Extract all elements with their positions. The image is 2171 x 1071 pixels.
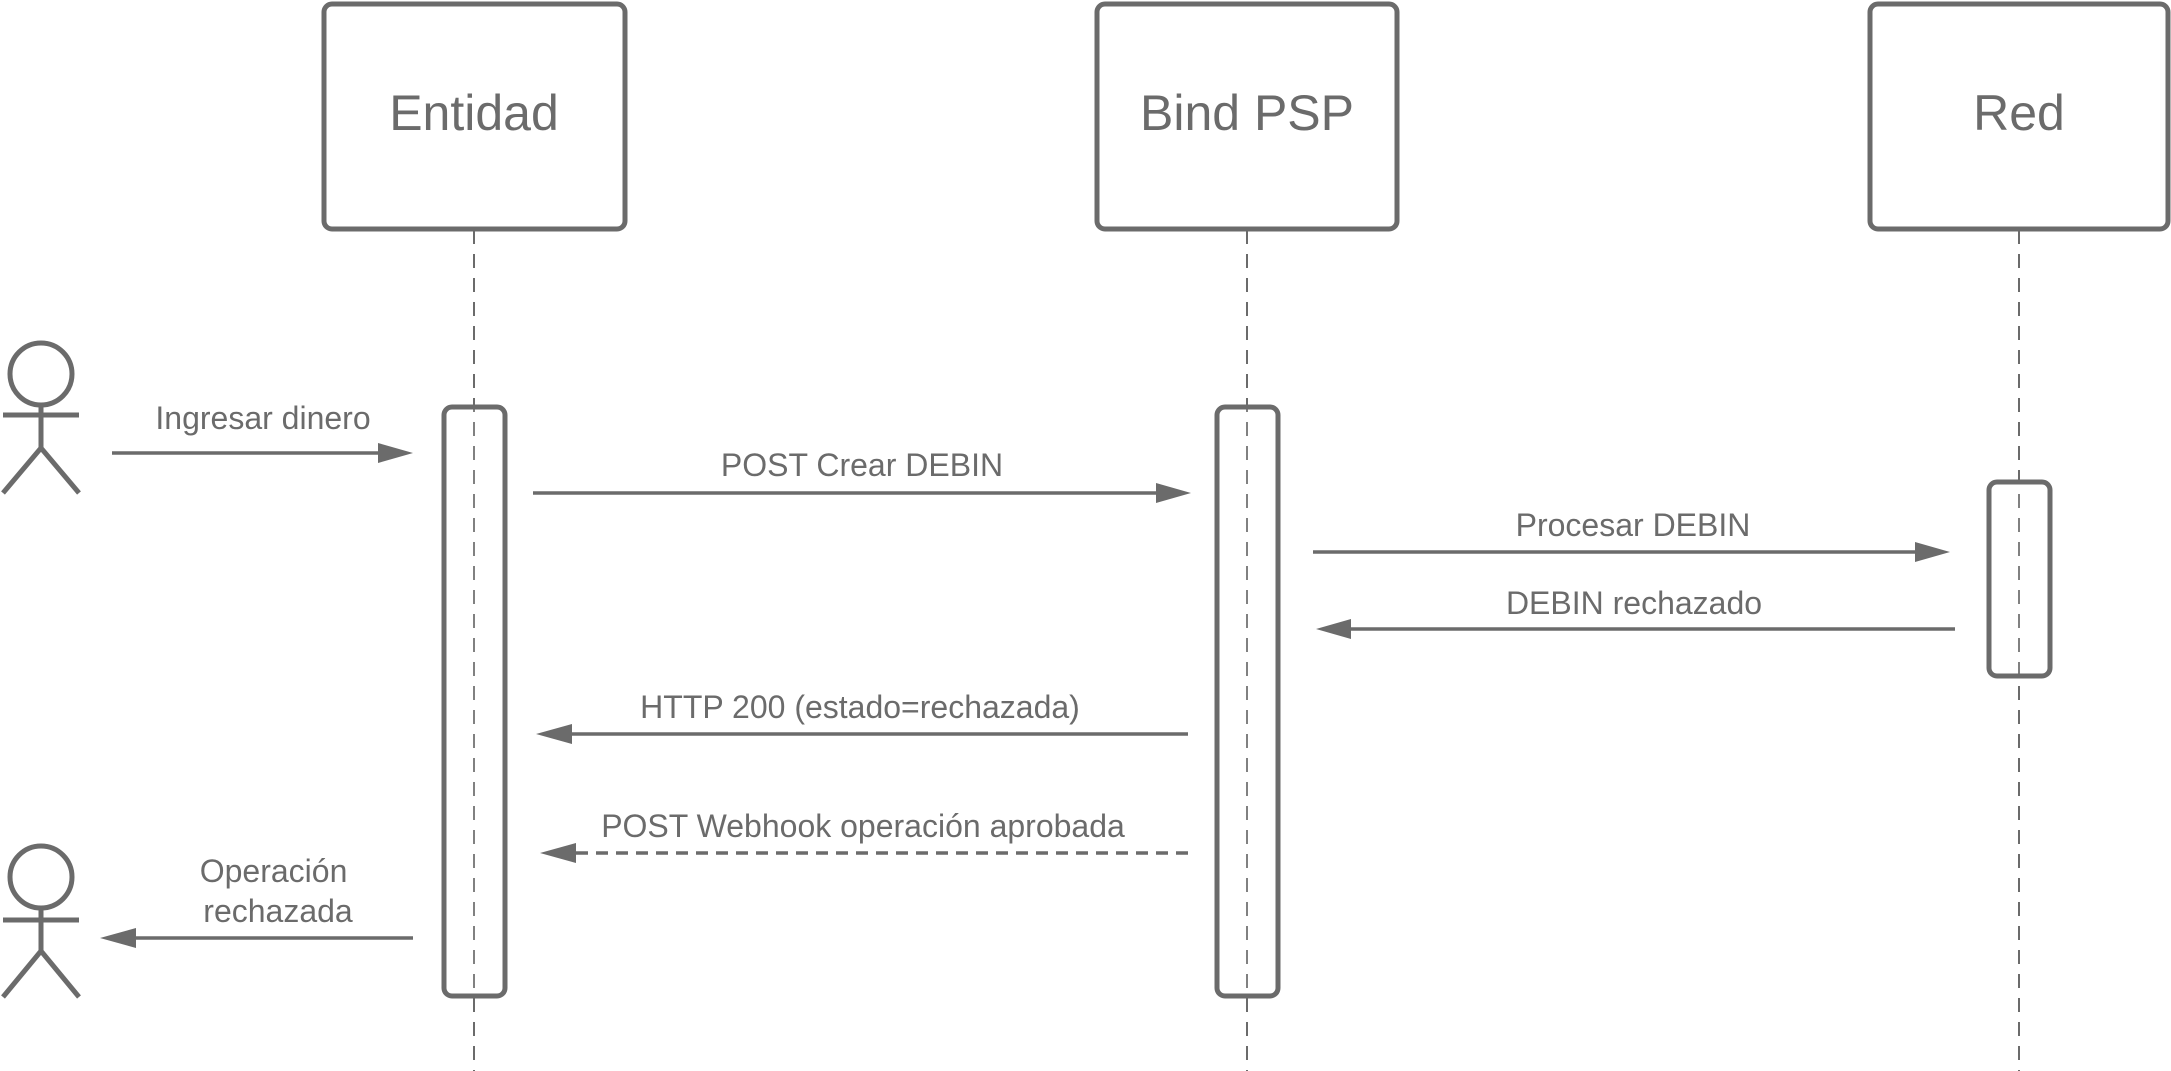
participant-red-label: Red	[1973, 85, 2065, 141]
arrowhead-right-icon	[378, 443, 413, 463]
activation-entidad	[441, 404, 508, 999]
message-operacion-rechazada-label: Operación rechazada	[200, 853, 357, 929]
message-debin-rechazado-label: DEBIN rechazado	[1506, 585, 1762, 621]
message-post-webhook-label: POST Webhook operación aprobada	[601, 808, 1125, 844]
message-operacion-rechazada: Operación rechazada	[100, 853, 413, 948]
arrowhead-left-icon	[100, 928, 136, 948]
message-post-crear-debin: POST Crear DEBIN	[533, 447, 1191, 503]
message-post-webhook: POST Webhook operación aprobada	[540, 808, 1188, 863]
arrowhead-left-icon	[540, 843, 576, 863]
message-http-200: HTTP 200 (estado=rechazada)	[536, 689, 1188, 744]
message-procesar-debin: Procesar DEBIN	[1313, 507, 1950, 562]
arrowhead-right-icon	[1915, 542, 1950, 562]
user-actor-icon	[1, 843, 81, 999]
message-procesar-debin-label: Procesar DEBIN	[1516, 507, 1751, 543]
message-http-200-label: HTTP 200 (estado=rechazada)	[640, 689, 1080, 725]
participant-bind-psp-label: Bind PSP	[1140, 85, 1354, 141]
message-debin-rechazado: DEBIN rechazado	[1316, 585, 1955, 639]
message-operacion-rechazada-line-1: Operación	[200, 853, 348, 889]
message-ingresar-dinero: Ingresar dinero	[112, 400, 413, 463]
arrowhead-left-icon	[1316, 619, 1351, 639]
participant-entidad: Entidad	[321, 1, 628, 232]
message-operacion-rechazada-line-2: rechazada	[203, 893, 353, 929]
activation-red	[1986, 479, 2053, 679]
user-actor-icon	[1, 340, 81, 495]
message-post-crear-debin-label: POST Crear DEBIN	[721, 447, 1003, 483]
participant-entidad-label: Entidad	[389, 85, 559, 141]
activation-bind-psp	[1214, 404, 1281, 999]
arrowhead-right-icon	[1156, 483, 1191, 503]
participant-red: Red	[1867, 1, 2171, 232]
message-ingresar-dinero-label: Ingresar dinero	[155, 400, 370, 436]
arrowhead-left-icon	[536, 724, 572, 744]
participant-bind-psp: Bind PSP	[1094, 1, 1400, 232]
